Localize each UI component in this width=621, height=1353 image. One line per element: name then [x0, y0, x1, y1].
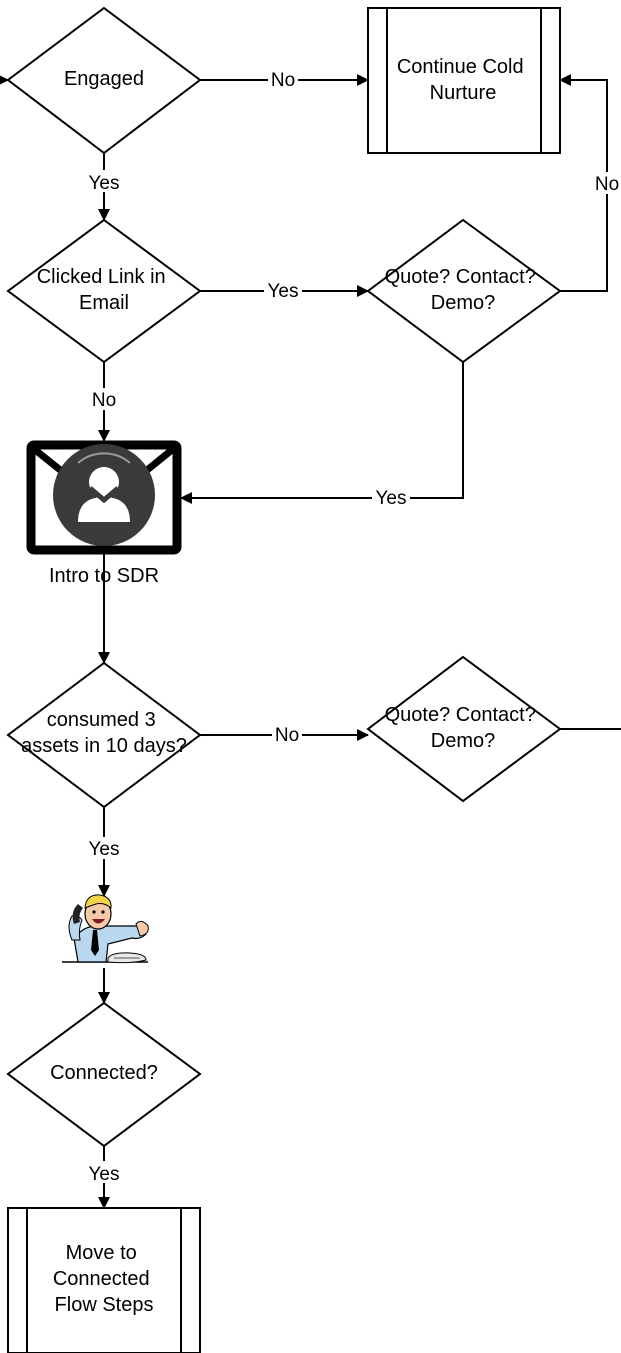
consumed-assets-label: consumed 3 assets in 10 days? — [21, 709, 187, 757]
continue-cold-nurture-label: Continue Cold Nurture — [397, 56, 529, 104]
connected-label: Connected? — [50, 1062, 158, 1084]
decision-consumed-assets — [6, 661, 202, 809]
decision-quote-contact-demo-2 — [366, 655, 562, 803]
move-to-connected-label: Move to Connected Flow Steps — [53, 1242, 155, 1316]
decision-clicked-link — [6, 218, 202, 364]
label-consumed-no: No — [275, 725, 299, 746]
label-engaged-yes: Yes — [89, 173, 120, 194]
label-clicked-yes: Yes — [268, 281, 299, 302]
email-avatar-icon — [26, 440, 182, 555]
decision-engaged — [6, 6, 202, 155]
salesperson-phone-icon — [62, 894, 149, 964]
quote-contact-demo-1-label: Quote? Contact? Demo? — [385, 266, 542, 314]
decision-quote-contact-demo-1 — [366, 218, 562, 364]
clicked-link-label: Clicked Link in Email — [37, 266, 172, 314]
quote-contact-demo-2-label: Quote? Contact? Demo? — [385, 704, 542, 752]
label-connected-yes: Yes — [89, 1164, 120, 1185]
label-engaged-no: No — [271, 70, 295, 91]
engaged-label: Engaged — [64, 68, 144, 90]
intro-to-sdr-label: Intro to SDR — [49, 565, 159, 587]
edge-quote-intro — [180, 362, 464, 504]
label-consumed-yes: Yes — [89, 839, 120, 860]
label-clicked-no: No — [92, 390, 116, 411]
process-continue-cold-nurture — [367, 7, 561, 154]
label-quote-intro-yes: Yes — [376, 488, 407, 509]
process-move-to-connected — [7, 1207, 201, 1353]
decision-connected — [6, 1001, 202, 1148]
label-quote-no: No — [595, 174, 619, 195]
